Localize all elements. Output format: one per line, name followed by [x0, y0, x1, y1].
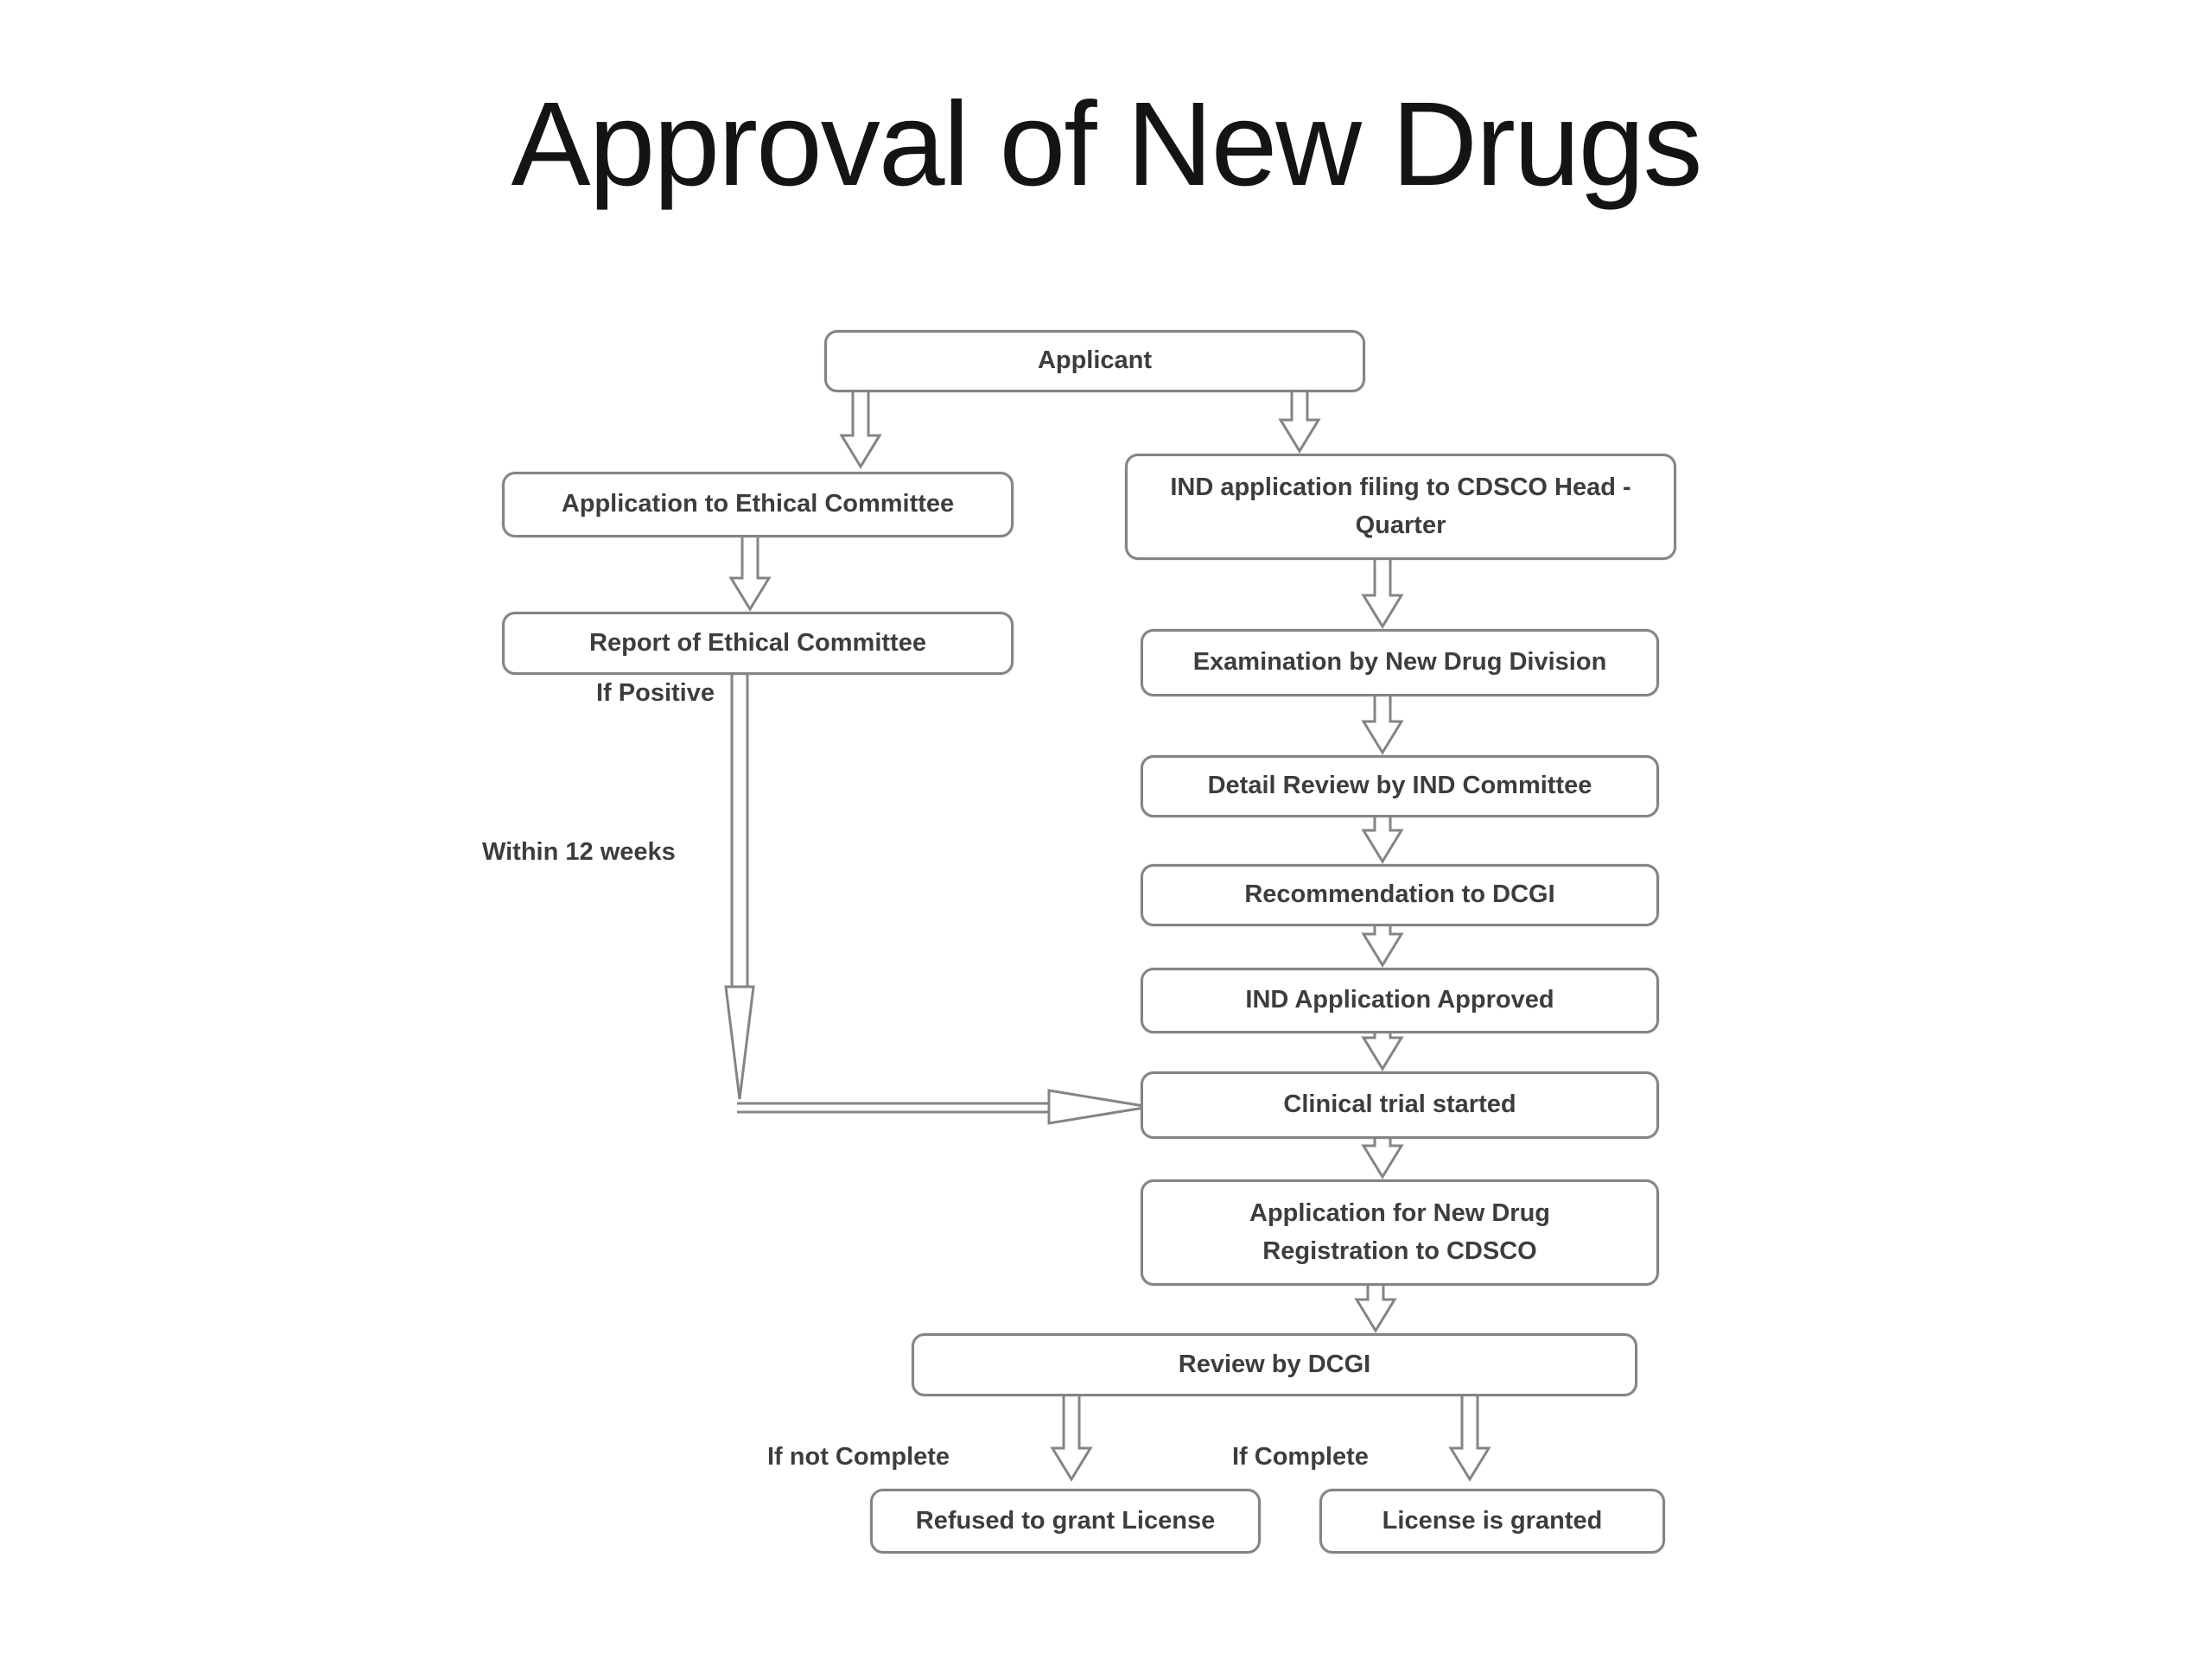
- node-ind-approved-label: IND Application Approved: [1245, 986, 1554, 1014]
- node-new-drug-registration-label: Application for New Drug Registration to…: [1249, 1199, 1550, 1265]
- arrow-ind-approved-to-clinical-trial-icon: [1361, 1033, 1404, 1071]
- node-ind-filing-label: IND application filing to CDSCO Head - Q…: [1170, 474, 1631, 539]
- node-refused-license-label: Refused to grant License: [915, 1506, 1216, 1535]
- edge-label-if-complete: If Complete: [1232, 1443, 1369, 1471]
- arrow-ind-filing-to-examination-icon: [1361, 560, 1404, 629]
- node-ethical-application: Application to Ethical Committee: [502, 472, 1014, 537]
- arrow-ethical-report-to-clinical-trial-icon: [724, 675, 1150, 1125]
- node-refused-license: Refused to grant License: [870, 1489, 1261, 1554]
- node-ethical-report-label: Report of Ethical Committee: [589, 628, 926, 657]
- node-clinical-trial-label: Clinical trial started: [1283, 1090, 1516, 1119]
- node-ind-filing: IND application filing to CDSCO Head - Q…: [1125, 454, 1676, 560]
- arrow-applicant-to-ethical-application-icon: [839, 392, 882, 469]
- edge-label-if-not-complete: If not Complete: [767, 1443, 950, 1471]
- arrow-ethical-application-to-report-icon: [728, 537, 772, 612]
- arrow-review-to-refused-icon: [1050, 1396, 1093, 1482]
- arrow-detail-review-to-recommendation-icon: [1361, 817, 1404, 864]
- node-recommendation: Recommendation to DCGI: [1141, 864, 1659, 926]
- node-ind-approved: IND Application Approved: [1141, 968, 1659, 1033]
- node-examination: Examination by New Drug Division: [1141, 629, 1659, 696]
- arrow-clinical-trial-to-registration-icon: [1361, 1139, 1404, 1179]
- node-license-granted-label: License is granted: [1382, 1506, 1603, 1535]
- arrow-applicant-to-ind-filing-icon: [1278, 392, 1321, 454]
- arrow-registration-to-review-dcgi-icon: [1354, 1286, 1397, 1333]
- node-review-dcgi: Review by DCGI: [912, 1333, 1637, 1396]
- node-ethical-report: Report of Ethical Committee: [502, 612, 1014, 675]
- node-clinical-trial: Clinical trial started: [1141, 1071, 1659, 1139]
- arrow-examination-to-detail-review-icon: [1361, 696, 1404, 755]
- node-recommendation-label: Recommendation to DCGI: [1244, 880, 1555, 909]
- edge-label-within-12-weeks: Within 12 weeks: [482, 838, 676, 866]
- node-applicant-label: Applicant: [1037, 346, 1153, 375]
- node-applicant: Applicant: [824, 330, 1365, 392]
- arrow-review-to-granted-icon: [1448, 1396, 1491, 1482]
- node-examination-label: Examination by New Drug Division: [1192, 648, 1607, 677]
- node-detail-review-label: Detail Review by IND Committee: [1207, 772, 1592, 800]
- node-detail-review: Detail Review by IND Committee: [1141, 755, 1659, 817]
- edge-label-if-positive: If Positive: [596, 679, 715, 707]
- node-review-dcgi-label: Review by DCGI: [1178, 1350, 1371, 1378]
- arrow-recommendation-to-ind-approved-icon: [1361, 926, 1404, 968]
- node-ethical-application-label: Application to Ethical Committee: [561, 490, 955, 518]
- node-license-granted: License is granted: [1319, 1489, 1665, 1554]
- node-new-drug-registration: Application for New Drug Registration to…: [1141, 1179, 1659, 1286]
- slide-title: Approval of New Drugs: [511, 78, 1703, 211]
